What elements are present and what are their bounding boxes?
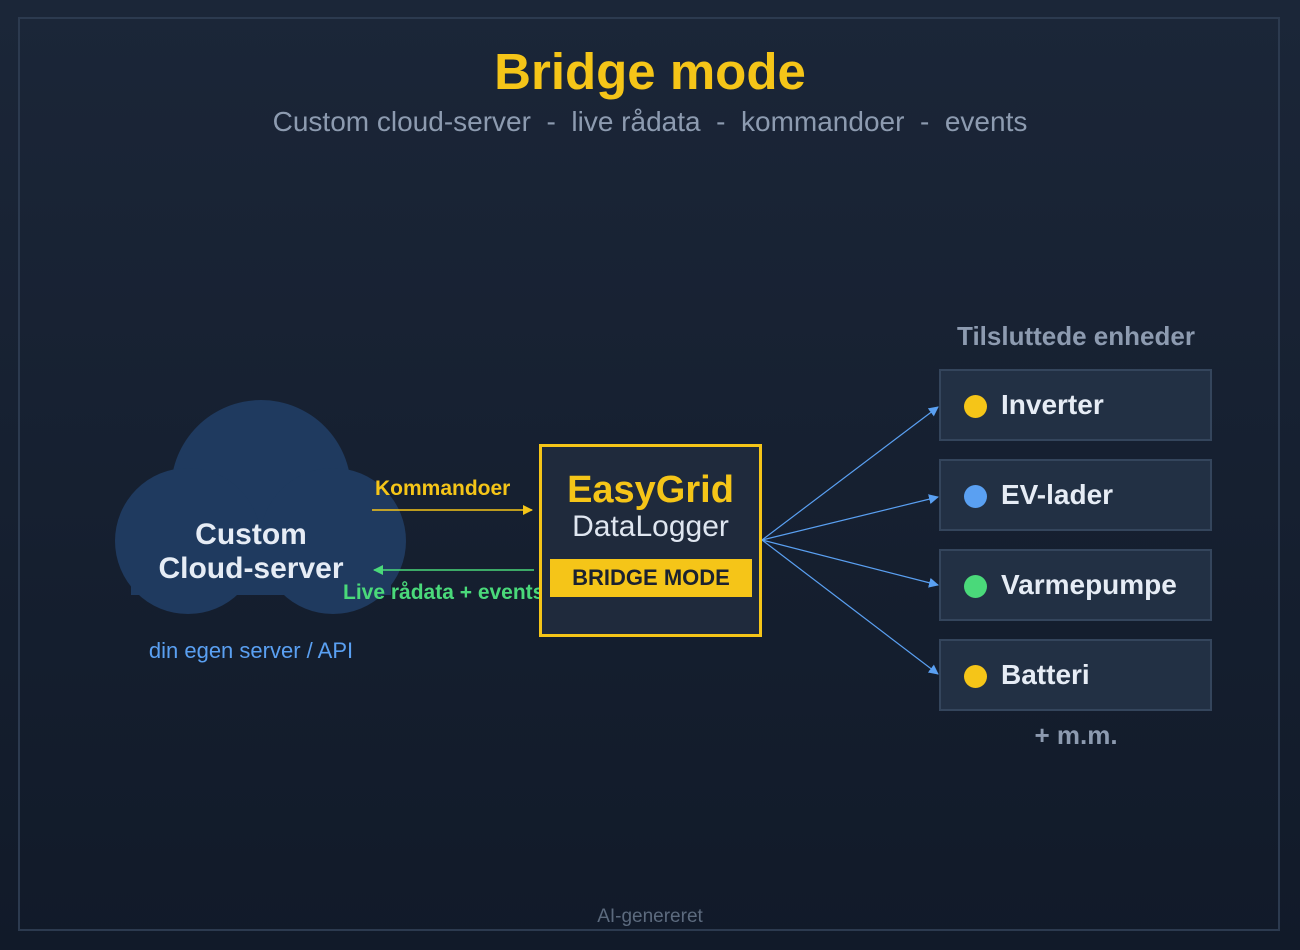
diagram-frame — [18, 17, 1280, 931]
device-ev-lader: EV-lader — [939, 459, 1212, 531]
page-title: Bridge mode — [494, 43, 806, 100]
status-dot-icon — [964, 665, 987, 688]
cloud-label-line1: Custom — [195, 518, 307, 551]
status-dot-icon — [964, 575, 987, 598]
device-inverter: Inverter — [939, 369, 1212, 441]
cloud-label-line2: Cloud-server — [158, 552, 344, 585]
devices-title: Tilsluttede enheder — [957, 321, 1195, 351]
commands-label: Kommandoer — [375, 477, 511, 500]
cloud-shape — [115, 400, 406, 614]
bridge-mode-badge: BRIDGE MODE — [550, 559, 752, 597]
device-label: Batteri — [1001, 659, 1090, 690]
cloud-label: Custom Cloud-server — [120, 518, 382, 586]
live-data-label: Live rådata + events — [343, 581, 545, 604]
device-batteri: Batteri — [939, 639, 1212, 711]
datalogger-name: EasyGrid — [567, 469, 734, 511]
link-batteri — [761, 539, 939, 675]
device-label: EV-lader — [1001, 479, 1114, 510]
device-label: Varmepumpe — [1001, 569, 1177, 600]
link-varmepumpe — [761, 539, 939, 588]
link-ev-lader — [761, 494, 939, 541]
more-devices-label: + m.m. — [1034, 720, 1118, 750]
datalogger-box: EasyGrid DataLogger BRIDGE MODE — [539, 444, 762, 637]
page-subtitle: Custom cloud-server - live rådata - komm… — [272, 106, 1028, 137]
device-label: Inverter — [1001, 389, 1104, 420]
footer-note: AI-genereret — [597, 906, 703, 927]
link-inverter — [761, 406, 939, 541]
status-dot-icon — [964, 485, 987, 508]
device-varmepumpe: Varmepumpe — [939, 549, 1212, 621]
status-dot-icon — [964, 395, 987, 418]
datalogger-subtitle: DataLogger — [572, 510, 729, 543]
cloud-caption: din egen server / API — [148, 638, 354, 663]
